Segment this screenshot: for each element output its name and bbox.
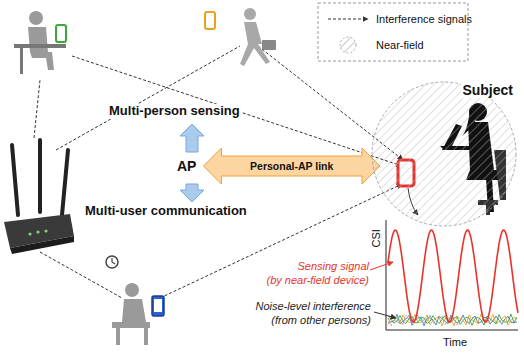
legend-box [318, 3, 468, 61]
subject-heading: Subject [461, 82, 514, 98]
near-field-region: Subject [370, 80, 518, 228]
person-desk [14, 11, 66, 74]
chart-axes [386, 220, 518, 330]
near-field-outline [370, 80, 518, 228]
legend-line-sample [326, 10, 372, 28]
legend-text: Interference signals [376, 13, 472, 26]
ap-label-node: AP [174, 156, 199, 176]
axis-label: CSI [370, 228, 383, 248]
router-icon [4, 140, 74, 254]
annotation: (by near-field device) [265, 274, 370, 287]
chart-ground [386, 222, 518, 330]
link-arrow [203, 148, 380, 184]
person-walking [205, 8, 276, 66]
interference-lines [34, 46, 403, 298]
link-label: Personal-AP link [250, 160, 333, 172]
legend-text: Near-field [376, 39, 424, 52]
noise-pointer [374, 312, 396, 318]
annotation: Noise-level interference [254, 300, 372, 313]
legend-entry: Interference signals [326, 10, 472, 28]
caption-communication: Multi-user communication [84, 204, 248, 219]
legend-hatch-sample [326, 36, 372, 54]
annotation: Sensing signal [296, 260, 370, 273]
annotation: (from other persons) [270, 314, 372, 327]
axis-label: Time [442, 336, 468, 349]
ap-label: AP [174, 156, 199, 176]
chart-curves [388, 230, 518, 326]
person-sitting [106, 256, 164, 345]
caption-sensing: Multi-person sensing [108, 104, 241, 119]
sensing-curve [388, 230, 518, 322]
legend-entry: Near-field [326, 36, 424, 54]
